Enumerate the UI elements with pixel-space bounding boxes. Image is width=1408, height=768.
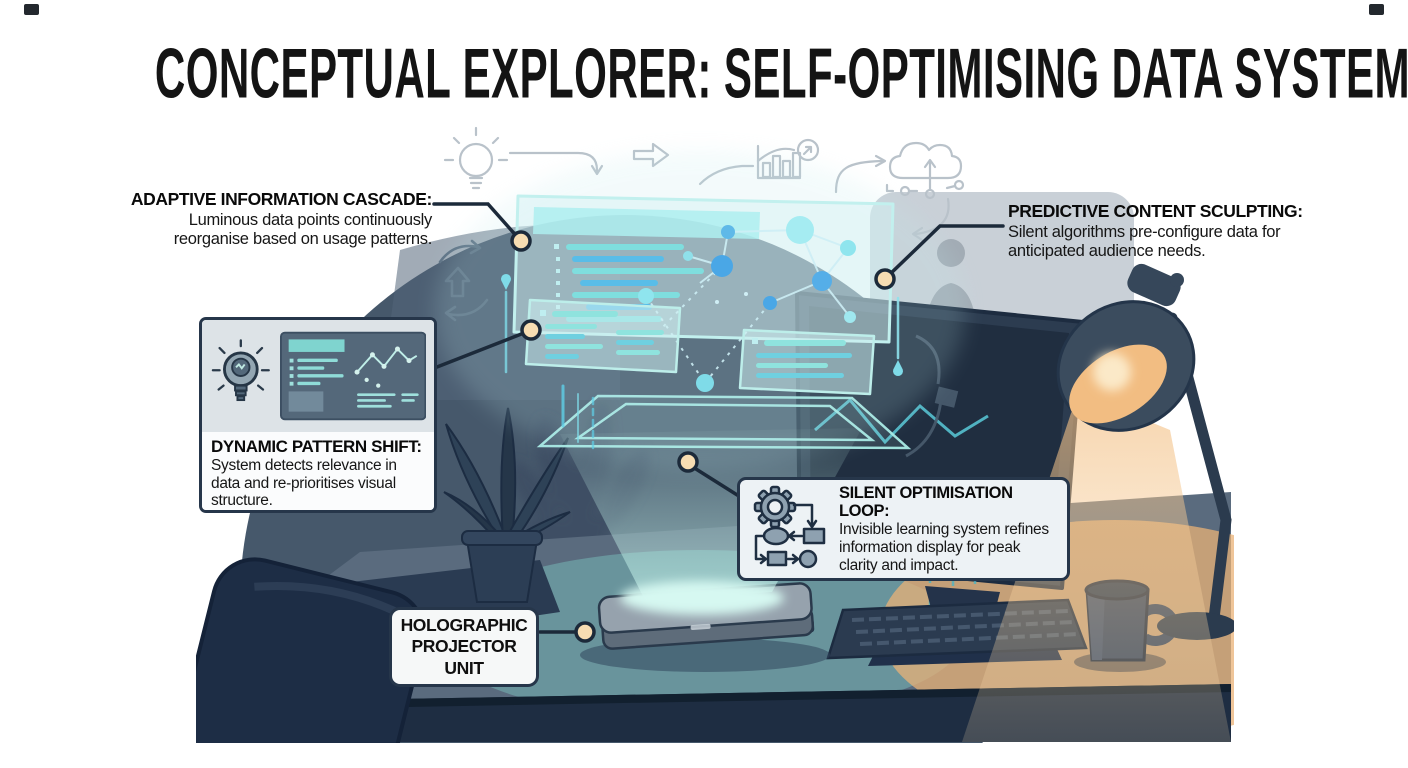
corner-mark — [24, 4, 39, 15]
marker-dot — [874, 268, 896, 290]
label-line: PROJECTOR UNIT — [411, 636, 517, 678]
projector-glow — [620, 581, 784, 615]
callout-adaptive-information-cascade: ADAPTIVE INFORMATION CASCADE: Luminous d… — [130, 189, 433, 249]
potted-plant — [443, 407, 571, 603]
corner-mark — [1369, 4, 1384, 15]
callout-box-silent-optimisation-loop: SILENT OPTIMISATION LOOP: Invisible lear… — [737, 477, 1070, 581]
desk-lamp — [962, 263, 1234, 742]
holo-subpanel-left — [524, 298, 682, 374]
label-holographic-projector-unit: HOLOGRAPHIC PROJECTOR UNIT — [389, 607, 539, 688]
marker-dot — [677, 451, 699, 473]
holo-title-bar — [533, 207, 760, 239]
callout-heading: PREDICTIVE CONTENT SCULPTING: — [1008, 201, 1303, 221]
marker-dots — [510, 230, 896, 643]
lamp-arm — [1166, 312, 1232, 624]
callout-heading: ADAPTIVE INFORMATION CASCADE: — [130, 189, 433, 209]
office-chair — [196, 557, 560, 743]
mini-dashboard-icon — [279, 331, 426, 421]
callout-heading: SILENT OPTIMISATION LOOP: — [839, 483, 1013, 521]
dynamic-box-pictogram — [202, 320, 434, 432]
marker-dot — [520, 319, 542, 341]
holo-subpanel-right — [738, 328, 876, 396]
cloud-sync-icon — [885, 141, 965, 200]
connector-lines — [432, 202, 1005, 634]
callout-heading: DYNAMIC PATTERN SHIFT: — [211, 437, 422, 456]
callout-box-dynamic-pattern-shift: DYNAMIC PATTERN SHIFT: System detects re… — [199, 317, 437, 513]
flowchart-icon — [754, 503, 826, 569]
page-title: CONCEPTUAL EXPLORER: SELF-OPTIMISING DAT… — [154, 35, 1408, 114]
lamp-light-cone — [962, 392, 1231, 742]
idea-lightbulb-icon — [443, 126, 509, 190]
callout-predictive-content-sculpting: PREDICTIVE CONTENT SCULPTING: Silent alg… — [1008, 201, 1308, 261]
marker-dot — [510, 230, 532, 252]
gear-icon — [753, 485, 797, 529]
callout-body: Silent algorithms pre-configure data for… — [1008, 222, 1281, 260]
marker-dot — [574, 621, 596, 643]
lamp-bulb — [1093, 353, 1131, 391]
label-line: HOLOGRAPHIC — [400, 615, 528, 635]
insight-bulb-icon — [211, 339, 270, 402]
callout-body: Invisible learning system refines inform… — [839, 521, 1049, 574]
holo-streaks — [501, 274, 904, 452]
callout-body: System detects relevance in data and re-… — [211, 457, 397, 510]
gear-flowchart-icon — [753, 485, 826, 569]
callout-body: Luminous data points continuously reorga… — [173, 210, 433, 248]
